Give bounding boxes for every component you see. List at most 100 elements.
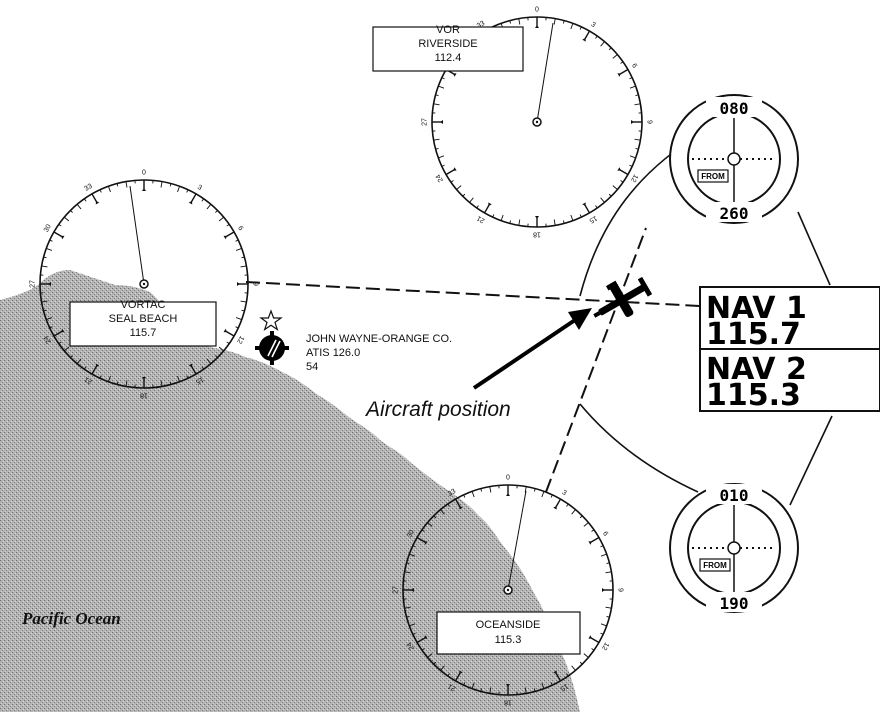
compass-tick bbox=[605, 571, 612, 574]
compass-tick bbox=[476, 205, 479, 209]
compass-tick bbox=[433, 515, 437, 519]
compass-tick bbox=[438, 85, 445, 89]
nav2-frequency: 115.3 bbox=[706, 378, 801, 413]
compass-degree-label: 21 bbox=[476, 214, 486, 224]
compass-pointer bbox=[95, 200, 100, 205]
compass-tick bbox=[64, 346, 70, 352]
compass-tick bbox=[566, 503, 569, 507]
compass-tick bbox=[584, 204, 591, 214]
compass-pointer bbox=[423, 635, 428, 639]
station-box-oceanside: OCEANSIDE 115.3 bbox=[436, 611, 581, 655]
compass-tick bbox=[509, 20, 512, 24]
station-type-label: VOR bbox=[436, 24, 460, 36]
compass-tick bbox=[91, 193, 98, 203]
station-type-label: VORTAC bbox=[121, 299, 166, 311]
compass-tick bbox=[43, 309, 47, 312]
compass-tick bbox=[456, 185, 462, 190]
airport-elevation: 54 bbox=[306, 361, 318, 373]
station-frequency: 115.3 bbox=[495, 634, 522, 646]
compass-tick bbox=[433, 138, 440, 141]
indicator-flag: FROM bbox=[703, 561, 727, 570]
compass-degree-label: 33 bbox=[83, 183, 93, 193]
compass-tick bbox=[518, 18, 521, 25]
compass-tick bbox=[480, 488, 483, 492]
compass-tick bbox=[579, 214, 582, 218]
compass-tick bbox=[225, 330, 235, 337]
compass-tick bbox=[445, 169, 455, 176]
nav-display-panel: NAV 1 115.7 NAV 2 115.3 bbox=[699, 286, 880, 413]
compass-tick bbox=[579, 515, 583, 519]
indicator-bottom-value: 190 bbox=[720, 594, 749, 613]
compass-tick bbox=[404, 571, 411, 574]
compass-tick bbox=[409, 553, 416, 557]
compass-tick bbox=[629, 85, 636, 89]
compass-tick bbox=[600, 632, 604, 635]
compass-tick bbox=[416, 536, 426, 543]
compass-tick bbox=[635, 147, 639, 150]
compass-tick bbox=[190, 365, 197, 375]
compass-pointer bbox=[602, 588, 605, 592]
compass-tick bbox=[125, 181, 128, 188]
compass-tick bbox=[412, 632, 416, 635]
compass-tick bbox=[634, 103, 641, 106]
compass-tick bbox=[160, 380, 163, 387]
compass-tick bbox=[541, 491, 545, 498]
compass-pointer bbox=[535, 216, 539, 219]
compass-tick bbox=[629, 155, 636, 159]
compass-tick bbox=[240, 300, 247, 303]
compass-tick bbox=[41, 265, 48, 268]
compass-tick bbox=[186, 189, 189, 193]
compass-tick bbox=[600, 545, 604, 548]
compass-tick bbox=[462, 193, 466, 197]
compass-tick bbox=[591, 648, 595, 651]
compass-degree-label: 21 bbox=[83, 375, 93, 385]
ocean-label: Pacific Ocean bbox=[21, 609, 121, 628]
compass-tick bbox=[240, 265, 247, 268]
compass-tick bbox=[49, 239, 53, 242]
compass-pointer bbox=[411, 588, 414, 592]
compass-tick bbox=[421, 529, 425, 532]
compass-tick bbox=[215, 210, 218, 213]
compass-degree-label: 27 bbox=[422, 118, 429, 126]
compass-tick bbox=[635, 94, 639, 97]
compass-pointer bbox=[188, 363, 193, 368]
compass-tick bbox=[590, 637, 600, 644]
compass-degree-label: 15 bbox=[588, 214, 598, 224]
compass-pointer bbox=[588, 635, 593, 639]
vor-indicator-bottom: 010 190 FROM bbox=[669, 483, 799, 613]
compass-tick bbox=[550, 494, 553, 498]
compass-tick bbox=[553, 18, 556, 25]
compass-tick bbox=[235, 317, 242, 320]
compass-degree-label: 21 bbox=[447, 682, 457, 692]
compass-tick bbox=[206, 204, 212, 210]
compass-tick bbox=[562, 20, 565, 24]
compass-tick bbox=[566, 673, 569, 677]
compass-tick bbox=[450, 180, 454, 183]
compass-tick bbox=[570, 23, 574, 30]
compass-tick bbox=[571, 509, 576, 515]
compass-degree-label: 3 bbox=[561, 489, 568, 497]
compass-tick bbox=[579, 661, 583, 665]
compass-tick bbox=[41, 300, 48, 303]
compass-pointer bbox=[617, 167, 622, 171]
compass-degree-label: 33 bbox=[476, 20, 486, 30]
compass-pointer bbox=[459, 505, 463, 510]
compass-tick bbox=[571, 665, 576, 671]
compass-tick bbox=[46, 248, 53, 251]
compass-tick bbox=[226, 341, 230, 345]
compass-tick bbox=[524, 687, 527, 694]
compass-tick bbox=[409, 623, 416, 627]
compass-tick bbox=[500, 214, 504, 221]
compass-tick bbox=[612, 185, 618, 190]
compass-degree-label: 12 bbox=[600, 641, 610, 651]
compass-tick bbox=[421, 648, 425, 651]
compass-tick bbox=[64, 216, 70, 222]
compass-pointer bbox=[617, 73, 622, 77]
compass-tick bbox=[584, 30, 591, 40]
compass-degree-label: 6 bbox=[601, 531, 609, 538]
compass-degree-label: 6 bbox=[630, 63, 638, 70]
compass-tick bbox=[595, 35, 598, 39]
compass-tick bbox=[70, 210, 73, 213]
